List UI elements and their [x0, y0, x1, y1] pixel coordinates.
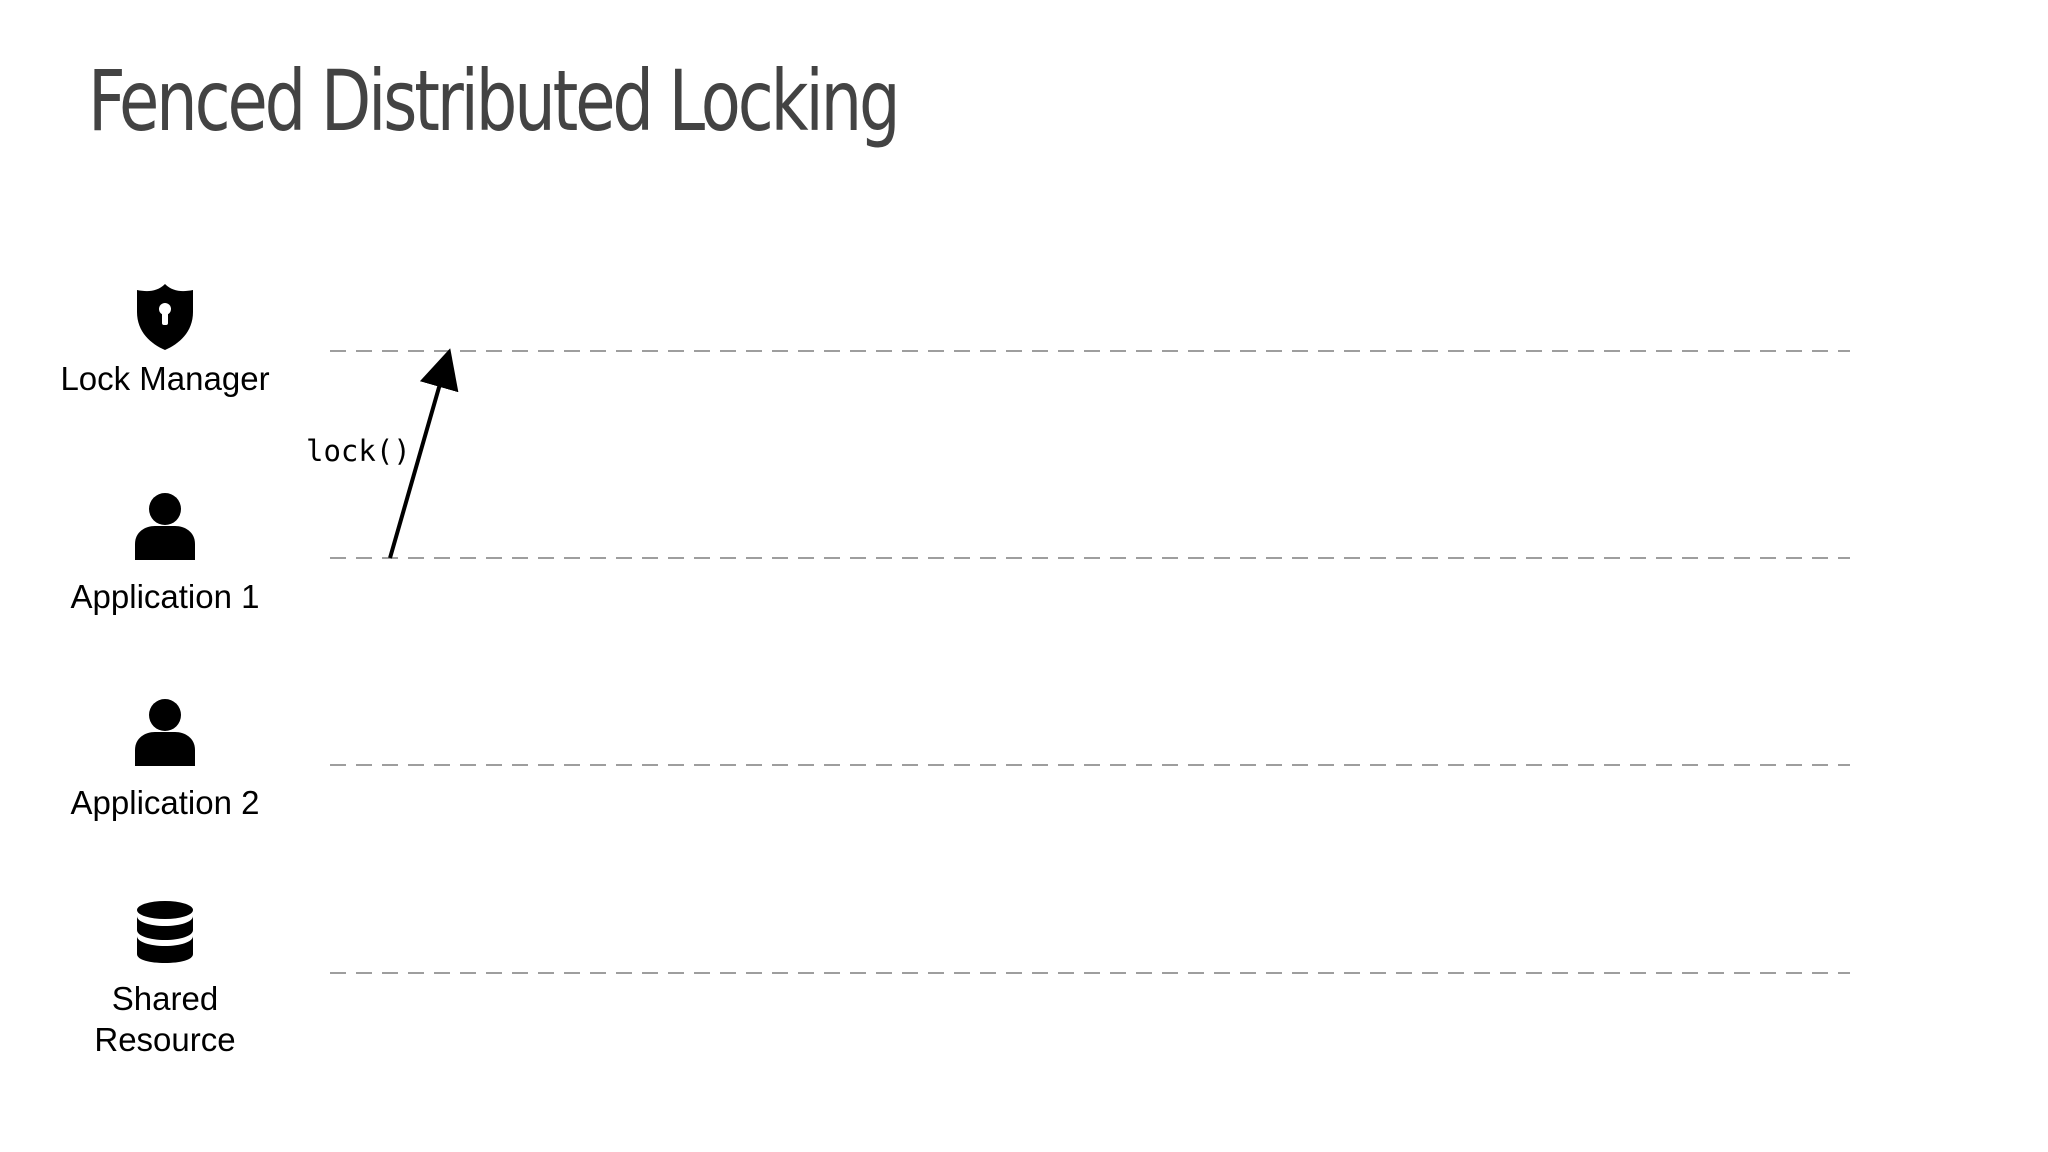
actor-lock-manager: Lock Manager	[30, 282, 300, 399]
actor-shared-resource: Shared Resource	[30, 900, 300, 1060]
user-icon	[135, 699, 195, 766]
lock-message-label: lock()	[306, 434, 411, 468]
actor-label: Lock Manager	[60, 360, 270, 397]
actor-label: Shared Resource	[94, 980, 236, 1058]
shield-keyhole-icon	[137, 284, 193, 350]
actor-application-2: Application 2	[30, 698, 300, 823]
user-icon	[135, 493, 195, 560]
actor-label: Application 1	[70, 578, 260, 615]
actor-label: Application 2	[70, 784, 260, 821]
database-icon	[137, 901, 193, 963]
actor-application-1: Application 1	[30, 492, 300, 617]
slide-title: Fenced Distributed Locking	[88, 52, 901, 150]
